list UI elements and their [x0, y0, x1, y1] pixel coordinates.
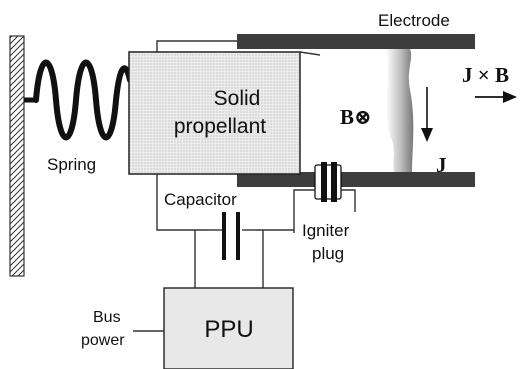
- current-label: J: [436, 153, 447, 177]
- igniter-label-1: Igniter: [302, 221, 350, 240]
- top-electrode: [237, 34, 475, 49]
- solid-propellant-label-2: propellant: [174, 115, 266, 138]
- capacitor-symbol: [208, 212, 256, 260]
- magnetic-field-label: B⊗: [340, 105, 372, 129]
- capacitor-label: Capacitor: [164, 190, 237, 209]
- igniter-label-2: plug: [312, 244, 344, 263]
- solid-propellant-block: [128, 51, 301, 175]
- force-label: J × B: [462, 63, 509, 87]
- plasma-sheet: [386, 49, 414, 172]
- spring-label: Spring: [47, 155, 96, 174]
- wall-mount: [9, 35, 25, 277]
- bus-power-label-2: power: [81, 332, 125, 349]
- ppu-label: PPU: [204, 316, 253, 343]
- current-arrow: [421, 87, 433, 142]
- bottom-electrode: [237, 172, 475, 187]
- spring: [24, 59, 133, 141]
- igniter-plug: [314, 162, 342, 202]
- electrode-label: Electrode: [378, 11, 450, 30]
- bus-power-label-1: Bus: [93, 309, 121, 326]
- solid-propellant-label-1: Solid: [214, 87, 261, 110]
- force-arrow: [475, 91, 517, 103]
- ppu-box: [163, 287, 294, 369]
